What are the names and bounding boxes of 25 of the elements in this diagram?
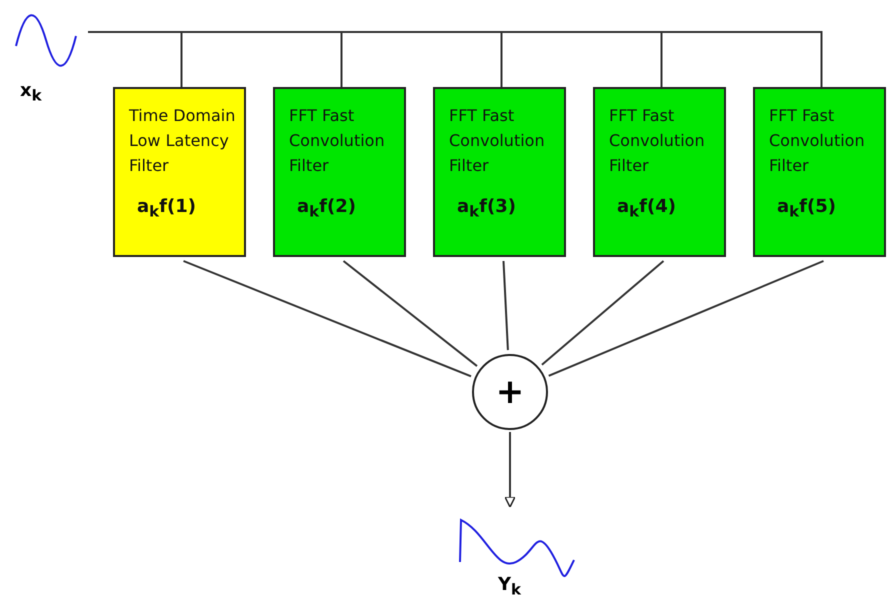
connector-line xyxy=(548,260,824,377)
filter-box xyxy=(113,87,246,257)
connector-line xyxy=(502,260,509,350)
signal-label: x$_{k}$ xyxy=(20,80,42,105)
filter-name: FFT Fast Convolution Filter xyxy=(769,105,866,177)
filter-formula: a$_{k}$f(4) xyxy=(617,196,676,221)
plus-sign: + xyxy=(496,375,524,409)
filter-name: FFT Fast Convolution Filter xyxy=(609,105,706,177)
filter-formula: a$_{k}$f(3) xyxy=(457,196,516,221)
filter-name: FFT Fast Convolution Filter xyxy=(289,105,386,177)
signal-label: Y$_{k}$ xyxy=(498,574,522,599)
filter-box xyxy=(433,87,566,257)
connector-line xyxy=(88,31,822,87)
filter-formula: a$_{k}$f(5) xyxy=(777,196,836,221)
connector-line xyxy=(342,260,478,367)
connector-line xyxy=(183,260,472,378)
filter-formula: a$_{k}$f(2) xyxy=(297,196,356,221)
filter-name: FFT Fast Convolution Filter xyxy=(449,105,546,177)
filter-box xyxy=(593,87,726,257)
filter-name: Time Domain Low Latency Filter xyxy=(129,105,236,177)
filter-box xyxy=(273,87,406,257)
filter-formula: a$_{k}$f(1) xyxy=(137,196,196,221)
arrow xyxy=(504,432,516,508)
filter-box xyxy=(753,87,886,257)
connector-line xyxy=(541,260,664,366)
